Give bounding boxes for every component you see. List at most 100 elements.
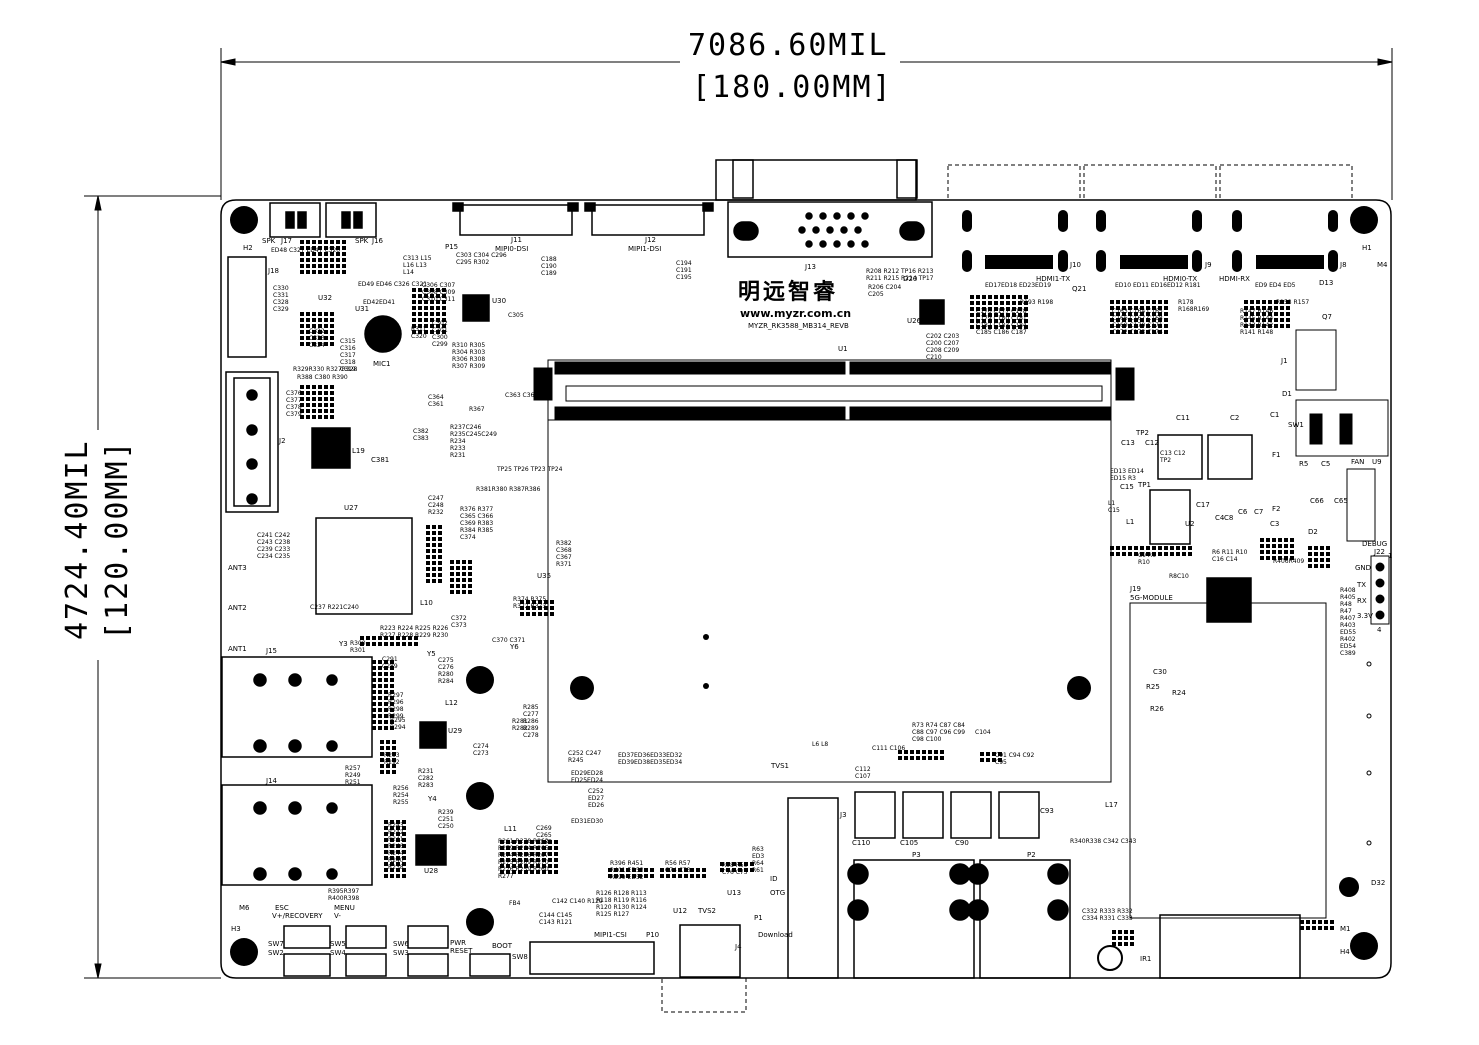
smd-pad bbox=[1274, 306, 1278, 310]
smd-pad bbox=[518, 864, 522, 868]
smd-pad bbox=[402, 642, 406, 646]
smd-pad bbox=[456, 578, 460, 582]
smd-pad bbox=[312, 324, 316, 328]
label-group-cm: L1 C15 bbox=[1108, 500, 1120, 514]
smd-pad bbox=[402, 850, 406, 854]
label-group-al: R300 R301 bbox=[350, 640, 366, 654]
label-group-bt: C176 C177 C178 C179 C180 C181 C182 C183 … bbox=[976, 308, 1027, 336]
smd-pad bbox=[300, 318, 304, 322]
smd-pad bbox=[438, 573, 442, 577]
smd-pad bbox=[732, 868, 736, 872]
smd-pad bbox=[424, 324, 428, 328]
smd-pad bbox=[632, 874, 636, 878]
smd-pad bbox=[372, 636, 376, 640]
smd-pad bbox=[1290, 544, 1294, 548]
smd-pad bbox=[1116, 306, 1120, 310]
smd-pad bbox=[992, 758, 996, 762]
smd-pad bbox=[520, 612, 524, 616]
smd-pad bbox=[412, 294, 416, 298]
vga-connector-j13 bbox=[715, 159, 933, 258]
smd-pad bbox=[1300, 926, 1304, 930]
l19-label: L19 bbox=[352, 447, 365, 455]
smd-pad bbox=[1266, 556, 1270, 560]
label-group-ak: C275 C276 R280 R284 bbox=[438, 657, 454, 685]
l1-label: L1 bbox=[1126, 518, 1135, 526]
smd-pad bbox=[426, 531, 430, 535]
smd-pad bbox=[300, 397, 304, 401]
smd-pad bbox=[402, 820, 406, 824]
u26-label: U26 bbox=[907, 317, 922, 325]
smd-pad bbox=[1308, 552, 1312, 556]
smd-pad bbox=[1326, 546, 1330, 550]
j19-name: 5G-MODULE bbox=[1130, 594, 1173, 602]
smd-pad bbox=[1268, 312, 1272, 316]
label-group-af: R257 R249 R251 bbox=[345, 765, 361, 786]
smd-pad bbox=[372, 702, 376, 706]
smd-pad bbox=[1000, 295, 1004, 299]
smd-pad bbox=[1110, 552, 1114, 556]
smd-pad bbox=[324, 258, 328, 262]
smd-pad bbox=[300, 324, 304, 328]
smd-pad bbox=[1272, 556, 1276, 560]
smd-pad bbox=[538, 612, 542, 616]
label-group-j: C111 C106 bbox=[872, 745, 906, 752]
label-group-t: TP25 TP26 TP23 TP24 bbox=[497, 466, 563, 473]
smd-pad bbox=[384, 720, 388, 724]
smd-pad bbox=[432, 573, 436, 577]
smd-pad bbox=[1000, 313, 1004, 317]
smd-pad bbox=[1280, 300, 1284, 304]
p3-label: P3 bbox=[912, 851, 921, 859]
j12-label: J12 bbox=[645, 236, 656, 244]
smd-pad bbox=[678, 874, 682, 878]
c4-label: C4 bbox=[1215, 514, 1225, 522]
smd-pad bbox=[1116, 318, 1120, 322]
smd-pad bbox=[312, 252, 316, 256]
smd-pad bbox=[660, 874, 664, 878]
smd-pad bbox=[468, 584, 472, 588]
smd-pad bbox=[384, 642, 388, 646]
smd-pad bbox=[1134, 312, 1138, 316]
label-group-bj: R376 R377 C365 C366 C369 R383 R384 R385 … bbox=[460, 506, 494, 541]
smd-pad bbox=[386, 746, 390, 750]
smd-pad bbox=[1134, 330, 1138, 334]
smd-pad bbox=[1152, 552, 1156, 556]
smd-pad bbox=[1122, 306, 1126, 310]
u13-label: U13 bbox=[727, 889, 742, 897]
smd-pad bbox=[1012, 325, 1016, 329]
label-group-p: R408 R405 R48 R47 R407 R403 ED55 R402 ED… bbox=[1340, 587, 1357, 657]
smd-pad bbox=[378, 720, 382, 724]
mounting-hole-h1 bbox=[1350, 206, 1378, 234]
smd-pad bbox=[372, 660, 376, 664]
smd-pad bbox=[390, 636, 394, 640]
smd-pad bbox=[1274, 324, 1278, 328]
c110-label: C110 bbox=[852, 839, 871, 847]
label-group-bh: C188 C190 C189 bbox=[541, 256, 557, 277]
c15-label: C15 bbox=[1120, 483, 1134, 491]
label-group-at: R178 R168R169 bbox=[1178, 299, 1210, 313]
smd-pad bbox=[518, 852, 522, 856]
label-group-ae: R395R397 R400R398 bbox=[328, 888, 360, 902]
sw5-label: SW5 bbox=[330, 940, 346, 948]
smd-pad bbox=[1152, 324, 1156, 328]
smd-pad bbox=[324, 336, 328, 340]
smd-pad bbox=[1266, 550, 1270, 554]
p2-label: P2 bbox=[1027, 851, 1036, 859]
smd-pad bbox=[300, 409, 304, 413]
label-group-g: R56 R57 C74 C73 bbox=[665, 860, 691, 874]
smd-pad bbox=[372, 684, 376, 688]
smd-pad bbox=[390, 868, 394, 872]
smd-pad bbox=[1024, 307, 1028, 311]
smd-pad bbox=[438, 579, 442, 583]
smd-pad bbox=[324, 270, 328, 274]
smd-pad bbox=[430, 306, 434, 310]
smd-pad bbox=[1318, 926, 1322, 930]
label-group-ap: C370 C371 bbox=[492, 637, 526, 644]
smd-pad bbox=[988, 295, 992, 299]
smd-pad bbox=[386, 752, 390, 756]
smd-pad bbox=[994, 313, 998, 317]
smd-pad bbox=[300, 264, 304, 268]
label-group-cd: R374 R375 R372 R373 bbox=[513, 596, 547, 610]
label-group-c: ED9 ED4 ED5 bbox=[1255, 282, 1296, 289]
smd-pad bbox=[1320, 558, 1324, 562]
c90-label: C90 bbox=[955, 839, 969, 847]
